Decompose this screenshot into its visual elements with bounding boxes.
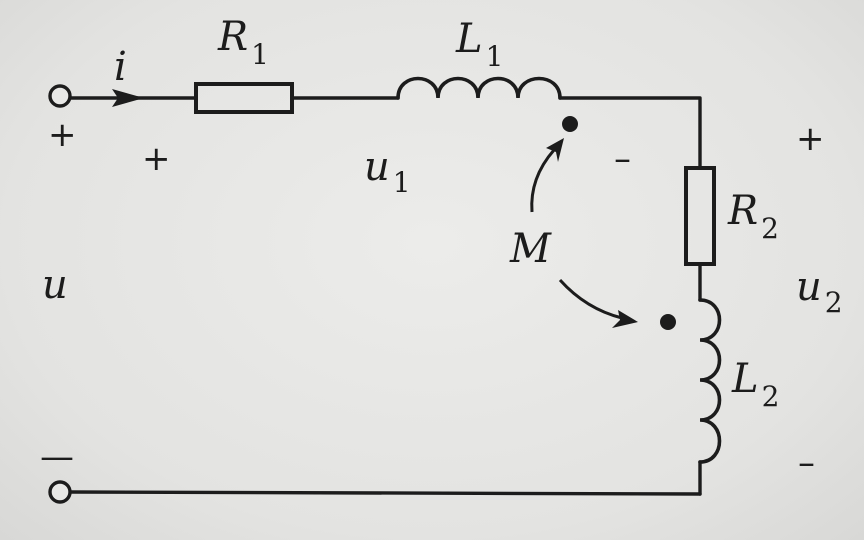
- current-arrow-icon: [112, 89, 144, 107]
- plus-sign-u2: +: [796, 119, 825, 159]
- mutual-arrow-down: [558, 278, 623, 320]
- label-voltage-u: u: [42, 262, 68, 308]
- minus-sign-u1: –: [614, 139, 631, 179]
- resistor-r1: [194, 82, 294, 114]
- wire-top-right: [558, 96, 702, 170]
- minus-sign-u: —: [40, 437, 74, 477]
- mutual-arrow-up: [530, 149, 556, 213]
- minus-sign-u2: –: [798, 443, 815, 483]
- inductor-l2: [698, 298, 722, 464]
- wire-bottom: [68, 490, 702, 496]
- plus-sign-u1: +: [142, 139, 171, 179]
- terminal-bottom: [48, 480, 72, 504]
- dot-marker-l2: [660, 314, 676, 330]
- dot-marker-l1: [562, 116, 578, 132]
- mutual-arrow-up-head-icon: [546, 138, 564, 162]
- plus-sign-u: +: [48, 115, 77, 155]
- inductor-l1: [396, 76, 562, 100]
- terminal-top: [48, 84, 72, 108]
- label-mutual: M: [509, 226, 552, 272]
- resistor-r2: [684, 166, 716, 266]
- label-current: i: [114, 44, 127, 90]
- mutual-arrow-down-head-icon: [612, 310, 638, 328]
